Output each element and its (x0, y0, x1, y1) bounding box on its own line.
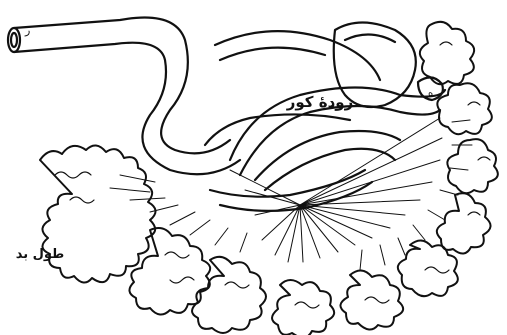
cecum-and-loops (205, 23, 445, 211)
small-intestine-coils (40, 22, 498, 335)
label-body-length: طول بد (16, 247, 65, 262)
label-mark-h: ه (428, 88, 433, 99)
stomach-tube (8, 18, 240, 175)
label-cecum: رودهٔ کور (286, 93, 354, 111)
label-mark-r: ر (24, 24, 30, 37)
